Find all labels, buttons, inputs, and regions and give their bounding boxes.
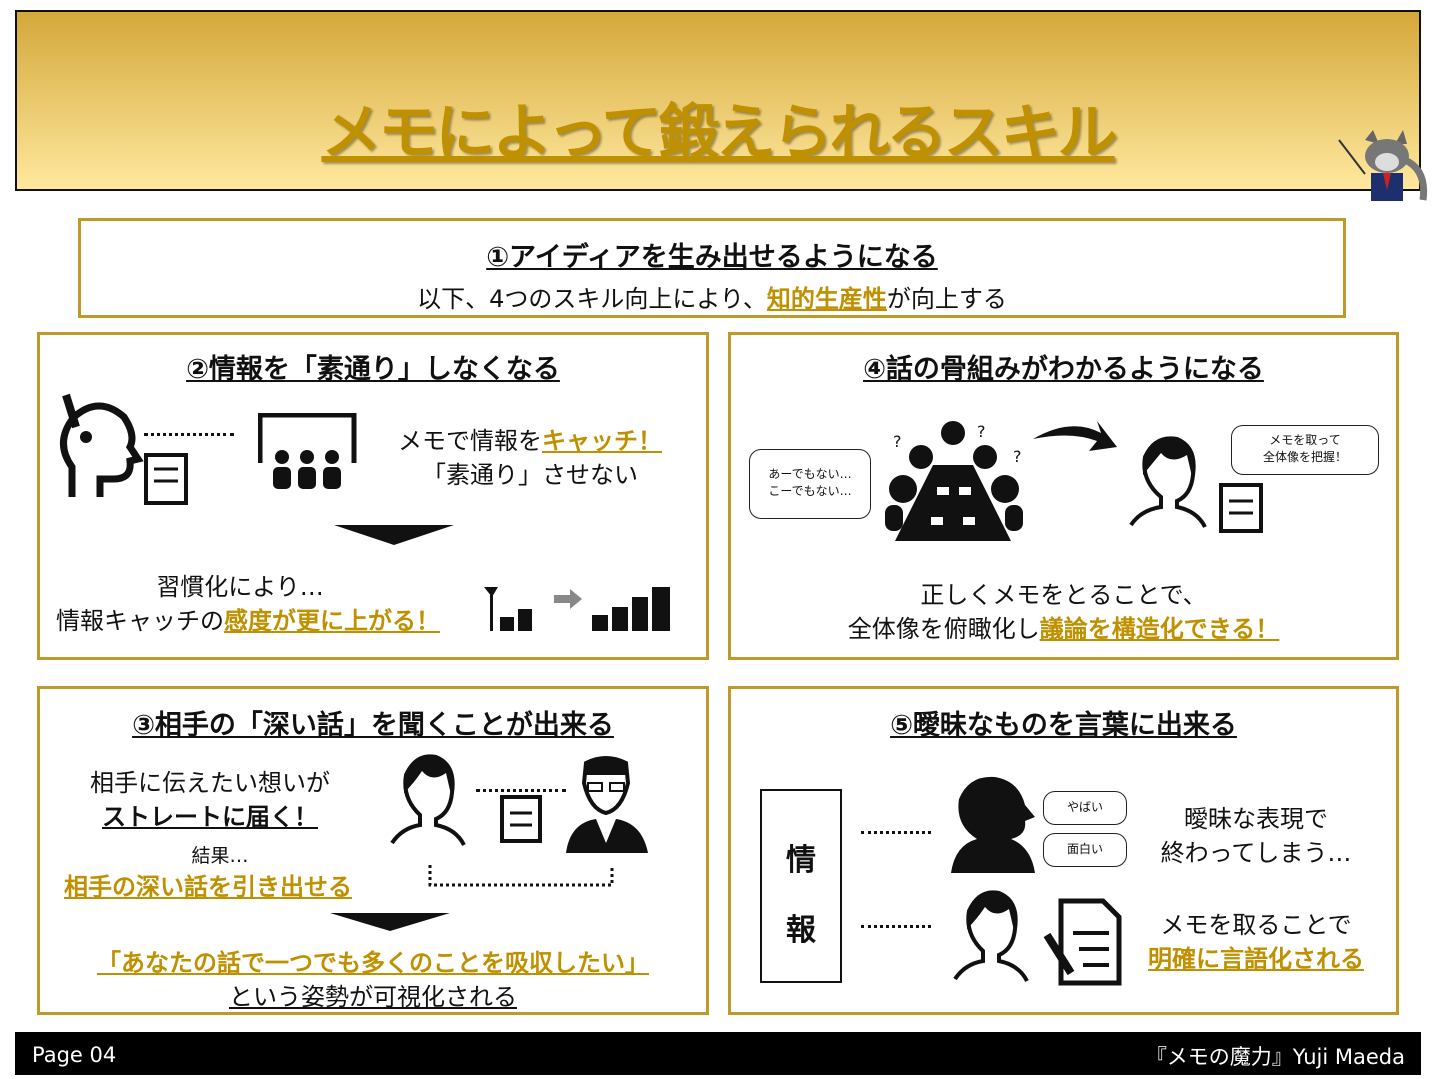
text: メモで情報を <box>398 427 542 455</box>
speaker-listener-icons <box>390 754 648 887</box>
skill4-box: ④話の骨組みがわかるようになる あーでもない… こーでもない… ??? メモを取っ… <box>728 332 1399 660</box>
svg-text:?: ? <box>893 432 902 451</box>
person-confident-icon <box>1129 436 1263 533</box>
down-triangle-icon <box>330 913 450 931</box>
skill2-line3: 習慣化により… <box>156 573 324 601</box>
svg-text:?: ? <box>1013 447 1022 466</box>
speaking-silhouette-icon <box>951 776 1035 873</box>
skill5-title: ⑤曖昧なものを言葉に出来る <box>890 710 1237 741</box>
skill1-box: ①アイディアを生み出せるようになる 以下、4つのスキル向上により、知的生産性が向… <box>78 218 1346 318</box>
listening-head-icon <box>60 393 188 505</box>
skill1-text: 以下、4つのスキル向上により、知的生産性が向上する <box>81 279 1343 314</box>
emphasis: 議論を構造化できる！ <box>1039 615 1280 643</box>
dotted-arrow <box>861 925 931 928</box>
skill3-line1: 相手に伝えたい想いが <box>90 769 330 797</box>
emphasis: 知的生産性 <box>766 285 887 313</box>
skill2-line2: 「素通り」させない <box>422 461 638 489</box>
skill4-line1: 正しくメモをとることで、 <box>920 581 1207 609</box>
curved-arrow-icon <box>1033 421 1117 451</box>
skill3-line5: 「あなたの話で一つでも多くのことを吸収したい」 <box>97 949 649 977</box>
down-triangle-icon <box>334 525 454 545</box>
text: 報 <box>786 913 816 948</box>
skill2-title: ②情報を「素通り」しなくなる <box>186 354 560 385</box>
speech-bubble-left: あーでもない… こーでもない… <box>749 449 871 519</box>
person-note-icon <box>953 890 1122 986</box>
text: が向上する <box>886 285 1007 313</box>
text: 情報キャッチの <box>56 607 224 635</box>
dotted-arrow <box>144 433 234 436</box>
footer-bar: Page 04 『メモの魔力』Yuji Maeda <box>15 1032 1421 1075</box>
speech-bubble-right: メモを取って全体像を把握！ <box>1231 425 1379 475</box>
skill5-line1: 曖昧な表現で <box>1184 805 1328 833</box>
skill3-line6: という姿勢が可視化される <box>229 983 517 1011</box>
text: 情 <box>786 843 816 878</box>
presentation-audience-icon <box>258 413 357 489</box>
page-number: Page 04 <box>32 1043 117 1067</box>
text: こーでもない… <box>768 484 852 498</box>
text: あーでもない… <box>768 467 852 481</box>
meeting-icon: ??? <box>885 421 1023 541</box>
wolf-teacher-icon <box>1338 130 1428 201</box>
skill5-box: ⑤曖昧なものを言葉に出来る 情 報 やばい 面白い 曖昧な表現で 終わってしまう… <box>728 686 1399 1015</box>
emphasis: 感度が更に上がる！ <box>224 607 440 635</box>
dotted-arrow <box>861 831 931 834</box>
skill2-box: ②情報を「素通り」しなくなる メモで情報をキャッチ！ 「素通り」させない 習慣化… <box>37 332 709 660</box>
skill3-line3: 結果… <box>191 845 249 867</box>
skill2-line1: メモで情報をキャッチ！ <box>380 421 680 456</box>
text: 全体像を把握！ <box>1262 450 1347 464</box>
text: メモを取って <box>1269 433 1341 447</box>
signal-increase-icon <box>484 587 670 631</box>
header-banner: メモによって鍛えられるスキル <box>15 10 1428 201</box>
skill5-line4: 明確に言語化される <box>1148 945 1364 973</box>
text: 以下、4つのスキル向上により、 <box>417 285 767 313</box>
skill5-line3: メモを取ることで <box>1160 911 1352 939</box>
skill3-line4: 相手の深い話を引き出せる <box>64 873 352 901</box>
speech-bubble-vague2: 面白い <box>1043 833 1127 867</box>
text: 全体像を俯瞰化し <box>847 615 1040 643</box>
skill3-line2: ストレートに届く！ <box>102 803 318 831</box>
speech-bubble-vague1: やばい <box>1043 791 1127 825</box>
skill5-line2: 終わってしまう… <box>1160 839 1352 867</box>
skill3-title: ③相手の「深い話」を聞くことが出来る <box>132 710 614 741</box>
emphasis: キャッチ！ <box>542 427 662 455</box>
skill2-line4: 情報キャッチの感度が更に上がる！ <box>56 601 440 636</box>
info-box: 情 報 <box>760 789 842 983</box>
skill4-line2: 全体像を俯瞰化し議論を構造化できる！ <box>731 609 1396 644</box>
skill3-box: ③相手の「深い話」を聞くことが出来る 相手に伝えたい想いが ストレートに届く！ … <box>37 686 709 1015</box>
dotted-arrow <box>476 789 566 792</box>
skill1-title: ①アイディアを生み出せるようになる <box>486 242 938 273</box>
svg-text:?: ? <box>977 422 986 441</box>
slide-title: メモによって鍛えられるスキル <box>321 98 1117 168</box>
skill4-title: ④話の骨組みがわかるようになる <box>863 354 1264 385</box>
credit: 『メモの魔力』Yuji Maeda <box>1145 1045 1405 1069</box>
